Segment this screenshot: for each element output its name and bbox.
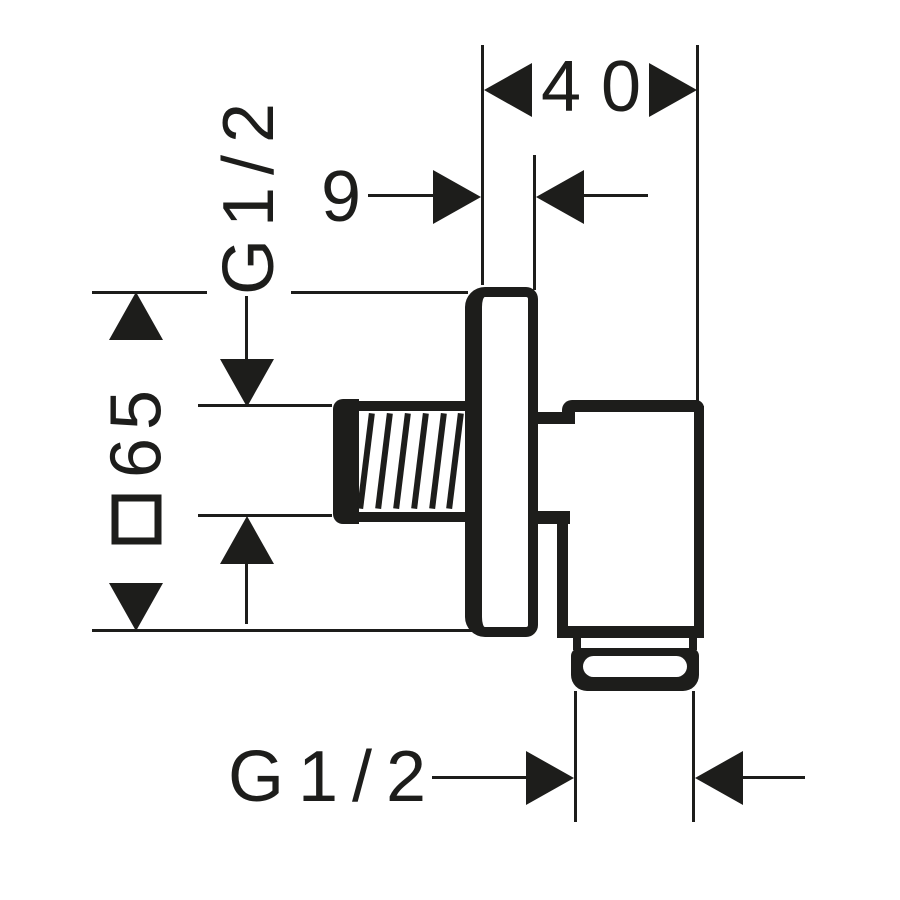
body-top-edge — [562, 400, 704, 412]
extension-line-plate-back — [533, 155, 536, 290]
dim-tail-9-left — [368, 194, 438, 197]
dim-tail-9-right — [584, 194, 648, 197]
dim-label-65: 65 — [96, 381, 177, 479]
inlet-nipple-cap — [333, 399, 359, 524]
arrow-65-down — [109, 583, 163, 631]
extension-line-body-right — [696, 45, 699, 403]
outlet-collar-left — [573, 637, 581, 650]
dim-tail-g12-side-top — [245, 296, 248, 362]
dim-label-40: 40 — [540, 47, 662, 127]
extension-line-nipple-bottom — [198, 514, 332, 517]
wall-plate — [465, 287, 538, 637]
arrow-g12-side-up — [220, 516, 274, 564]
arrow-9-left — [433, 170, 481, 224]
square-symbol — [111, 494, 162, 545]
inlet-nipple-bottom-edge — [350, 512, 470, 522]
extension-line-outlet-left — [574, 691, 577, 822]
outlet-collar-right — [689, 637, 697, 650]
thread-line — [411, 412, 429, 510]
outlet-nut-slot — [583, 656, 687, 677]
arrow-g12-bottom-left — [526, 751, 574, 805]
outlet-leg-left-edge — [557, 513, 568, 638]
extension-line-plate-bottom — [92, 629, 478, 632]
dim-tail-g12-side-bottom — [245, 562, 248, 624]
dim-tail-g12-bottom-left — [432, 776, 529, 779]
extension-line-outlet-right — [692, 691, 695, 822]
arrow-g12-side-down — [220, 359, 274, 407]
extension-line-nipple-top — [198, 404, 332, 407]
body-right-edge — [694, 406, 704, 638]
thread-line — [375, 412, 393, 510]
dim-tail-g12-bottom-right — [741, 776, 805, 779]
body-bottom-edge — [557, 626, 704, 638]
arrow-9-right — [536, 170, 584, 224]
extension-line-plate-top-right — [291, 291, 468, 294]
thread-line — [393, 412, 411, 510]
dim-label-g12-side: G1/2 — [209, 90, 289, 296]
thread-line — [446, 412, 464, 510]
thread-line — [357, 412, 375, 510]
extension-line-plate-front — [481, 45, 484, 285]
dim-label-g12-bottom: G1/2 — [228, 737, 441, 817]
thread-line — [429, 412, 447, 510]
arrow-g12-bottom-right — [695, 751, 743, 805]
body-shoulder-top — [530, 412, 575, 424]
dim-label-9: 9 — [320, 157, 362, 237]
dim-label-square65: 65 — [96, 381, 177, 546]
extension-line-plate-top-left — [92, 291, 207, 294]
arrow-65-up — [109, 292, 163, 340]
inlet-nipple-top-edge — [350, 401, 470, 411]
